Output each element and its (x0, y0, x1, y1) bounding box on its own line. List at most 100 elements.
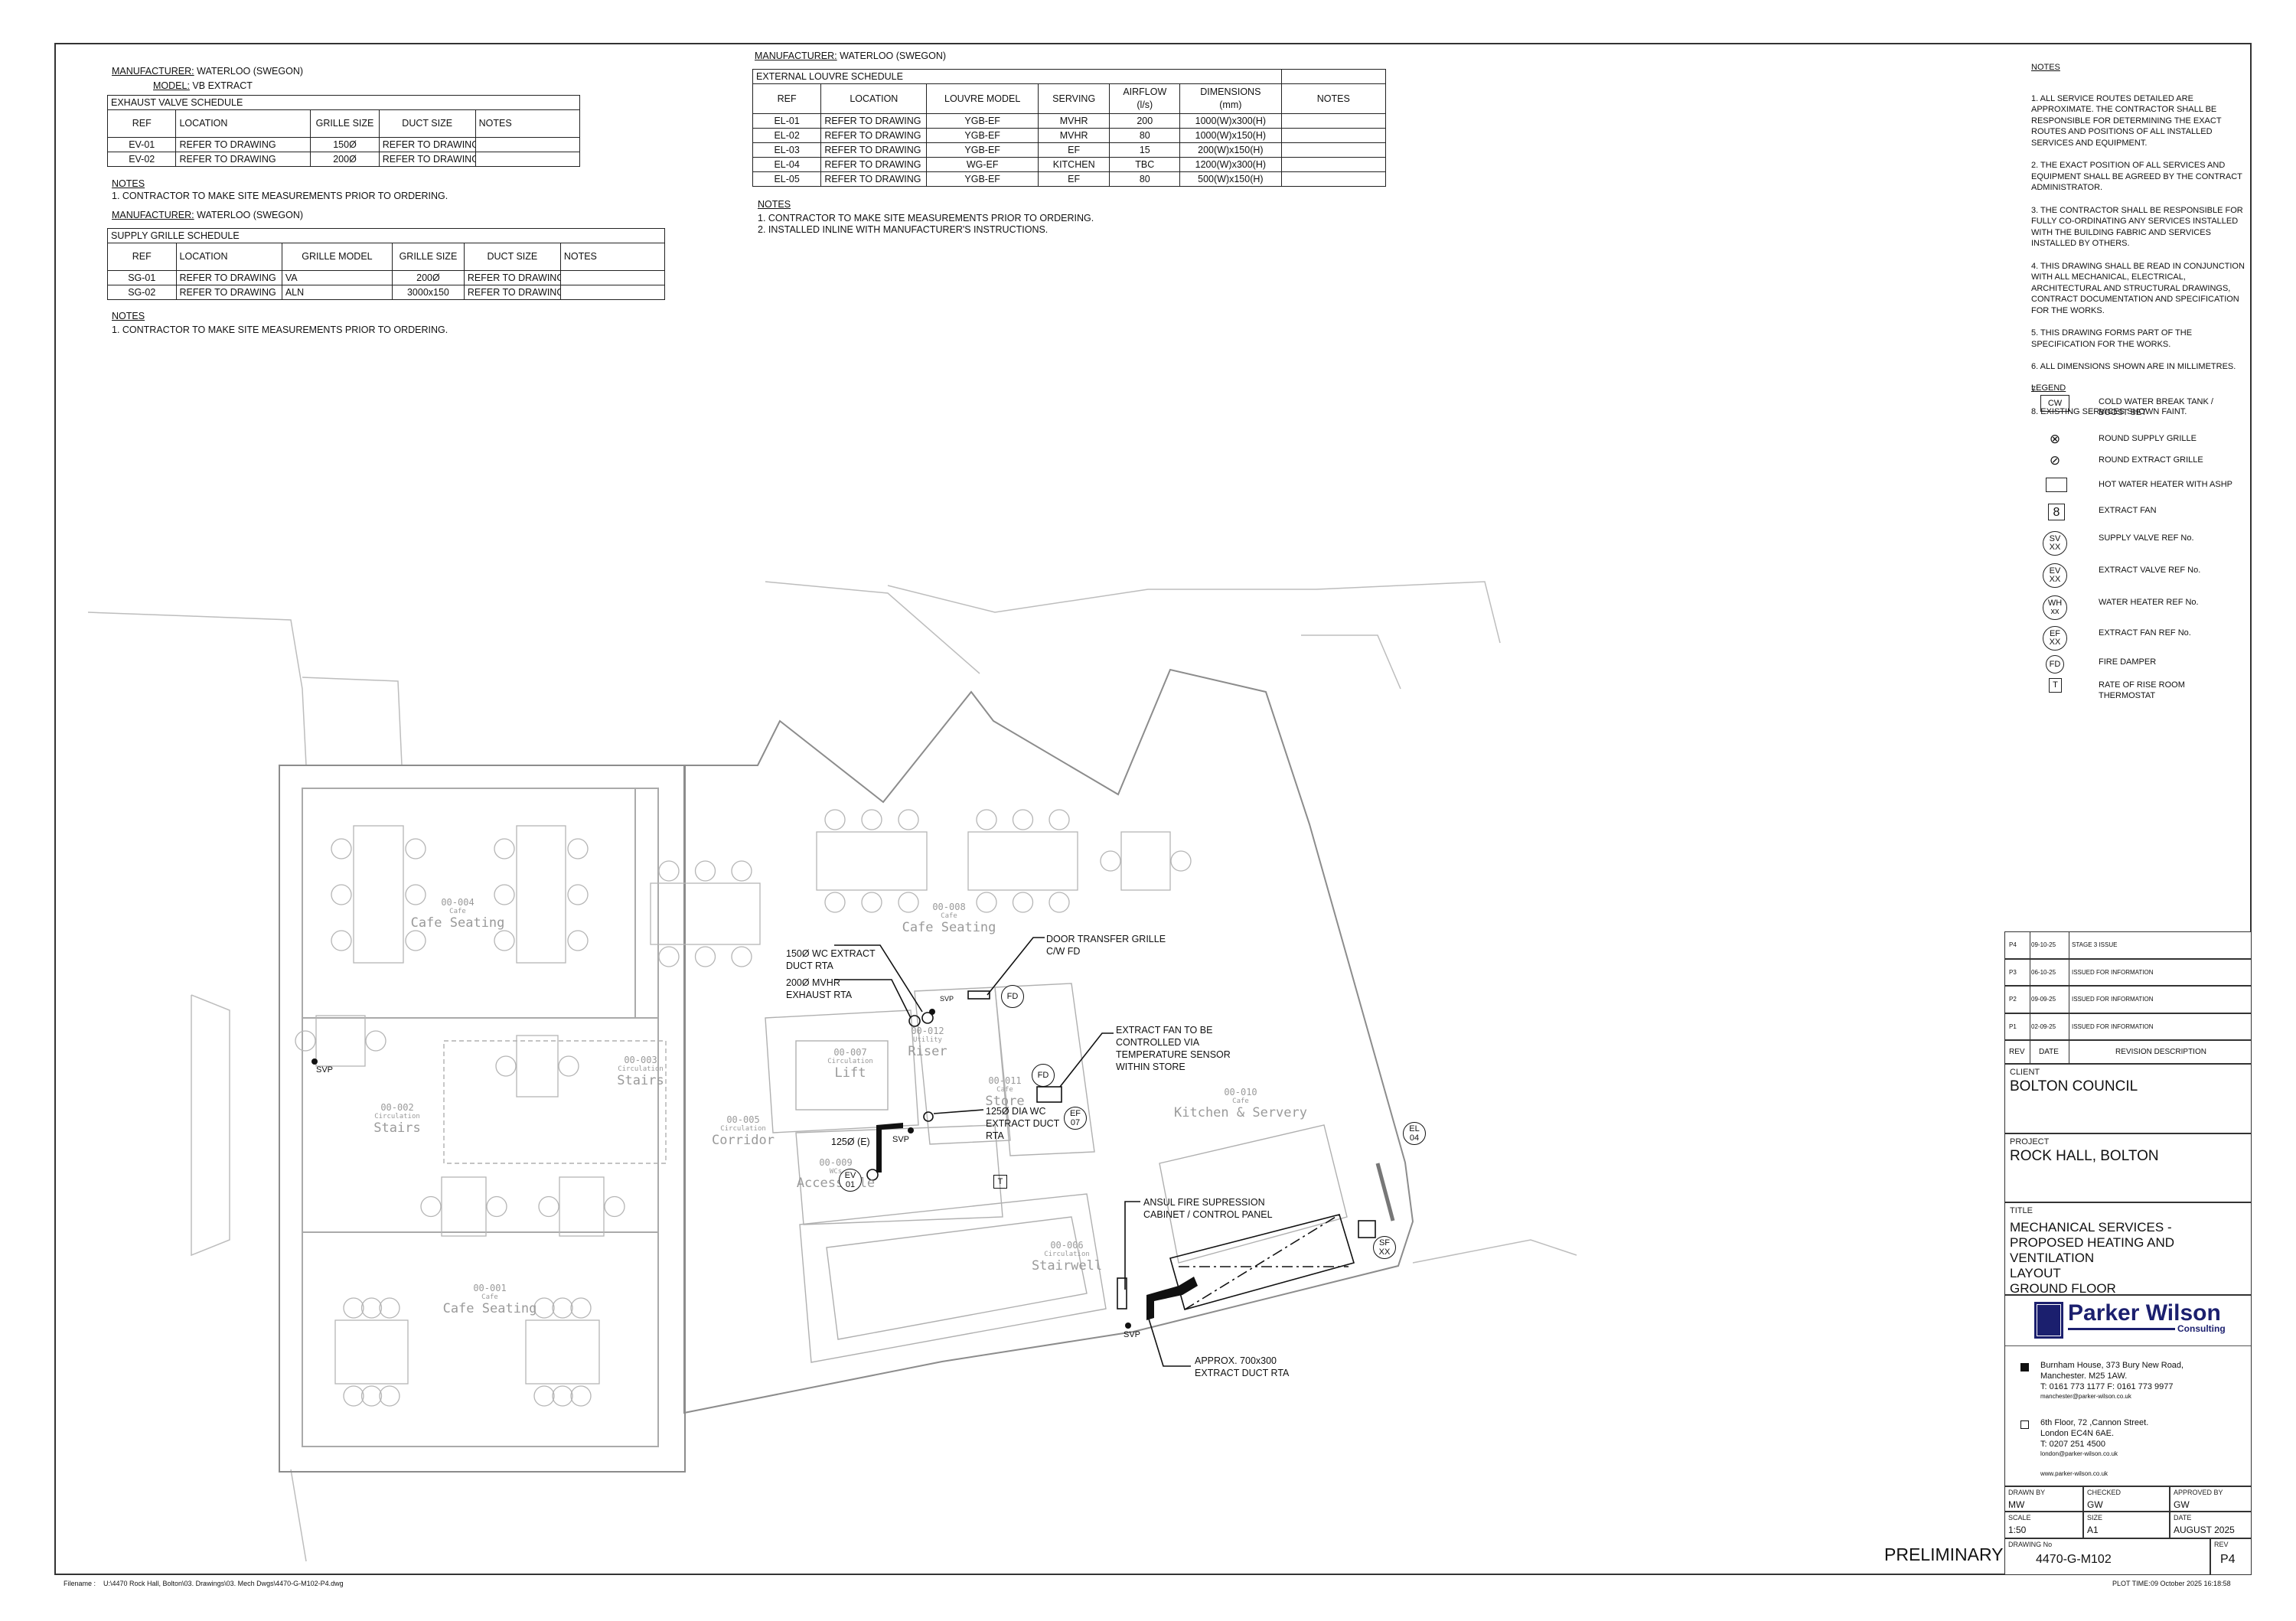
room-type: Cafe (449, 908, 466, 915)
schedule-cell: REFER TO DRAWING (463, 270, 561, 285)
drawing-no-value: 4470-G-M102 (2036, 1553, 2112, 1566)
extract-valve-tag: EV 01 (839, 1169, 862, 1192)
legend-supply-valve-tag-icon: SV XX (2043, 531, 2067, 556)
date-label: DATE (2174, 1514, 2192, 1522)
revision-rev: P3 (2007, 959, 2030, 985)
legend-extract-fan-tag-icon: EF XX (2043, 626, 2067, 651)
approved-label: APPROVED BY (2174, 1489, 2223, 1496)
rev-value: P4 (2220, 1553, 2236, 1566)
plot-time-label: PLOT TIME: (2112, 1580, 2151, 1587)
room-number: 00-003 (624, 1055, 657, 1065)
table (816, 831, 928, 891)
table (559, 1176, 605, 1237)
chair (604, 1195, 625, 1218)
exhaust-manufacturer: MANUFACTURER: WATERLOO (SWEGON) (112, 66, 303, 77)
project-value: ROCK HALL, BOLTON (2010, 1148, 2159, 1164)
legend-label: ROUND SUPPLY GRILLE (2099, 434, 2197, 443)
project-label: PROJECT (2010, 1137, 2050, 1146)
table (353, 825, 404, 964)
chair (824, 809, 846, 830)
louvre-note: 2. INSTALLED INLINE WITH MANUFACTURER'S … (758, 224, 1049, 235)
chair (824, 892, 846, 913)
table (441, 1176, 487, 1237)
room-number: 00-006 (1050, 1240, 1084, 1251)
chair (558, 1055, 579, 1077)
title-box: TITLE MECHANICAL SERVICES - PROPOSED HEA… (2004, 1202, 2252, 1296)
chair (567, 884, 589, 905)
column-header: DIMENSIONS (mm) (1179, 83, 1282, 114)
company-box: Parker Wilson Consulting Burnham House, … (2004, 1295, 2252, 1486)
schedule-cell: YGB-EF (926, 142, 1039, 158)
extract-fan-tag: EF 07 (1064, 1107, 1087, 1130)
revision-desc: ISSUED FOR INFORMATION (2072, 968, 2154, 976)
annotation-ansul-cabinet: ANSUL FIRE SUPRESSION CABINET / CONTROL … (1143, 1197, 1273, 1220)
room-number: 00-008 (932, 902, 966, 912)
chair (976, 892, 997, 913)
room-name: Cafe Seating (442, 1301, 537, 1316)
chair (295, 1030, 316, 1052)
legend-hot-water-heater-box-icon (2046, 478, 2067, 492)
room-type: Circulation (827, 1058, 873, 1065)
room-type: Circulation (720, 1125, 766, 1133)
leader-line (834, 944, 923, 1013)
room-type: Circulation (1044, 1251, 1090, 1258)
duct-700x300 (1146, 1277, 1198, 1320)
title-label: TITLE (2010, 1206, 2033, 1215)
leader-line (1059, 1032, 1114, 1088)
chair (343, 1297, 364, 1319)
table (315, 1015, 366, 1067)
room-name: Accessible (796, 1176, 876, 1191)
legend-label: ROUND EXTRACT GRILLE (2099, 455, 2203, 465)
schedule-cell: REFER TO DRAWING (820, 142, 928, 158)
louvre-note: 1. CONTRACTOR TO MAKE SITE MEASUREMENTS … (758, 213, 1094, 223)
chair (976, 809, 997, 830)
round-extract-grille-icon (921, 1012, 934, 1024)
room-name: Cafe Seating (902, 920, 996, 935)
annotation-extract-fan-control: EXTRACT FAN TO BE CONTROLLED VIA TEMPERA… (1116, 1025, 1231, 1072)
chair (343, 1385, 364, 1407)
chair (331, 838, 352, 859)
chair (486, 1195, 507, 1218)
svp-label: SVP (1124, 1330, 1141, 1339)
legend-label: FIRE DAMPER (2099, 657, 2157, 667)
schedule-title-row: EXTERNAL LOUVRE SCHEDULE (752, 69, 1386, 84)
column-header: AIRFLOW (l/s) (1109, 83, 1181, 114)
chair (533, 1297, 555, 1319)
round-extract-grille-icon (866, 1169, 879, 1181)
svp-icon (311, 1058, 318, 1065)
fire-damper-tag: FD (1032, 1064, 1055, 1087)
company-subtitle: Consulting (2177, 1323, 2226, 1334)
exhaust-model: MODEL: VB EXTRACT (153, 80, 253, 92)
schedule-cell: 3000x150 (391, 285, 465, 300)
revision-rev: P2 (2007, 987, 2030, 1013)
table (334, 1319, 409, 1385)
table (516, 825, 566, 964)
schedule-cell: 1200(W)x300(H) (1179, 157, 1282, 172)
schedule-cell: YGB-EF (926, 171, 1039, 187)
schedule-cell: EL-03 (752, 142, 822, 158)
room-number: 00-002 (380, 1102, 414, 1113)
drawing-title: MECHANICAL SERVICES - PROPOSED HEATING A… (2010, 1220, 2175, 1296)
room-name: Stairs (373, 1120, 421, 1136)
schedule-cell: REFER TO DRAWING (175, 137, 311, 152)
room-type: Utility (913, 1036, 942, 1044)
revision-date: DATE (2029, 1041, 2069, 1063)
drawing-border (54, 43, 2252, 1575)
checked-label: CHECKED (2087, 1489, 2122, 1496)
column-header: LOCATION (175, 243, 282, 271)
room-type: Cafe (996, 1086, 1013, 1094)
client-box: CLIENT BOLTON COUNCIL (2004, 1064, 2252, 1133)
size-label: SIZE (2087, 1514, 2103, 1522)
round-extract-grille-icon (923, 1111, 934, 1122)
supply-note: 1. CONTRACTOR TO MAKE SITE MEASUREMENTS … (112, 325, 448, 335)
room-name: Corridor (712, 1133, 775, 1148)
room-number: 00-009 (819, 1157, 853, 1168)
